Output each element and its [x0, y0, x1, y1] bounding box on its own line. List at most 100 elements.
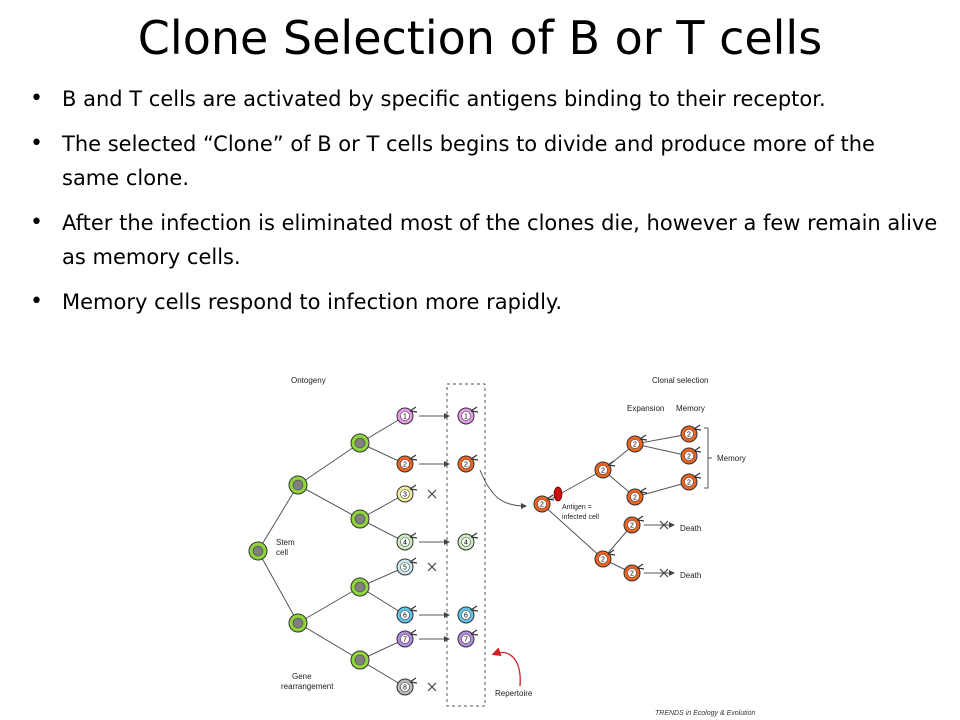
- slide-title: Clone Selection of B or T cells: [137, 11, 823, 65]
- connector-line: [297, 442, 361, 486]
- bullet-item: • After the infection is eliminated most …: [28, 206, 938, 274]
- bullet-dot-icon: •: [30, 210, 43, 235]
- clone-number: 2: [630, 523, 634, 530]
- clone-number: 2: [630, 571, 634, 578]
- connector-line: [541, 503, 604, 560]
- death-mark-icon: [659, 520, 669, 530]
- cell-nucleus: [400, 489, 410, 499]
- cell-nucleus: [292, 479, 304, 491]
- cell-nucleus: [684, 429, 694, 439]
- bullet-text: After the infection is eliminated most o…: [62, 211, 938, 269]
- receptor-icon: [470, 605, 479, 612]
- cell-nucleus: [292, 617, 304, 629]
- antigen-label-line1: Antigen =: [562, 504, 592, 511]
- clone-number: 8: [403, 685, 407, 692]
- cell-nucleus: [461, 459, 471, 469]
- receptor-icon: [693, 424, 702, 431]
- receptor-icon: [409, 532, 418, 539]
- receptor-icon: [470, 454, 479, 461]
- clone-number: 6: [403, 613, 407, 620]
- cell-nucleus: [354, 437, 366, 449]
- marks-layer: [419, 413, 712, 692]
- memory-header-label: Memory: [676, 404, 705, 413]
- clone-number: 2: [464, 462, 468, 469]
- repertoire-label: Repertoire: [495, 689, 533, 698]
- clone-number: 4: [464, 540, 468, 547]
- cell-nucleus: [627, 568, 637, 578]
- clone-number: 4: [403, 540, 407, 547]
- receptor-icon: [693, 472, 702, 479]
- cell-nucleus: [684, 477, 694, 487]
- cell-nucleus: [252, 545, 264, 557]
- bullet-dot-icon: •: [30, 86, 43, 111]
- receptor-icon: [636, 563, 645, 570]
- bullet-item: •Memory cells respond to infection more …: [28, 285, 938, 319]
- clone-number: 6: [464, 613, 468, 620]
- connector-line: [634, 481, 690, 498]
- connector-line: [297, 586, 361, 624]
- bullet-dot-icon: •: [30, 289, 43, 314]
- clonal-selection-label: Clonal selection: [652, 376, 708, 385]
- cell-nucleus: [400, 562, 410, 572]
- clone-number: 2: [540, 502, 544, 509]
- clone-number: 2: [633, 442, 637, 449]
- clone-number: 2: [687, 432, 691, 439]
- clone-number: 2: [601, 468, 605, 475]
- cell-nucleus: [400, 634, 410, 644]
- cell-nucleus: [400, 610, 410, 620]
- cell-nucleus: [461, 610, 471, 620]
- receptor-icon: [607, 460, 616, 467]
- repertoire-box: [446, 383, 486, 707]
- ontogeny-label: Ontogeny: [291, 376, 326, 385]
- receptor-icon: [636, 515, 645, 522]
- stem-cell-label-line2: cell: [276, 548, 288, 557]
- memory-side-label: Memory: [717, 454, 746, 463]
- cell-nucleus: [400, 459, 410, 469]
- receptor-icon: [639, 487, 648, 494]
- death-label: Death: [680, 524, 701, 533]
- gene-rearrangement-label-line1: Gene: [292, 672, 312, 681]
- receptor-icon: [409, 629, 418, 636]
- cell-nucleus: [684, 451, 694, 461]
- clone-number: 2: [687, 454, 691, 461]
- receptor-icon: [546, 494, 555, 501]
- receptor-icon: [639, 434, 648, 441]
- receptor-icon: [409, 605, 418, 612]
- connector-line: [257, 484, 299, 552]
- cell-nucleus: [537, 499, 547, 509]
- clone-number: 2: [403, 462, 407, 469]
- antigen-icon: [553, 486, 563, 502]
- receptor-icon: [409, 406, 418, 413]
- cell-nucleus: [461, 411, 471, 421]
- cell-nucleus: [461, 537, 471, 547]
- receptor-icon: [409, 557, 418, 564]
- connector-line: [297, 484, 361, 520]
- selection-arrow: [479, 469, 527, 509]
- gene-rearrangement-label-line2: rearrangement: [281, 682, 334, 691]
- cell-nucleus: [598, 465, 608, 475]
- clone-number: 2: [687, 480, 691, 487]
- cell-nucleus: [354, 581, 366, 593]
- clone-number: 2: [633, 495, 637, 502]
- bullet-dot-icon: •: [30, 131, 43, 156]
- clone-number: 5: [403, 565, 407, 572]
- receptor-icon: [409, 484, 418, 491]
- expansion-label: Expansion: [627, 404, 664, 413]
- receptor-icon: [470, 629, 479, 636]
- cell-nucleus: [354, 654, 366, 666]
- clone-number: 1: [403, 414, 407, 421]
- bullet-text: B and T cells are activated by specific …: [62, 87, 826, 111]
- cell-nucleus: [400, 537, 410, 547]
- cell-nucleus: [630, 439, 640, 449]
- death-label: Death: [680, 571, 701, 580]
- death-mark-icon: [659, 568, 669, 578]
- cell-nucleus: [598, 554, 608, 564]
- source-credit: TRENDS in Ecology & Evolution: [655, 710, 755, 717]
- clone-number: 7: [403, 637, 407, 644]
- cell-nucleus: [400, 411, 410, 421]
- bullet-list: • B and T cells are activated by specific…: [28, 82, 938, 330]
- bullet-item: • B and T cells are activated by specific…: [28, 82, 938, 116]
